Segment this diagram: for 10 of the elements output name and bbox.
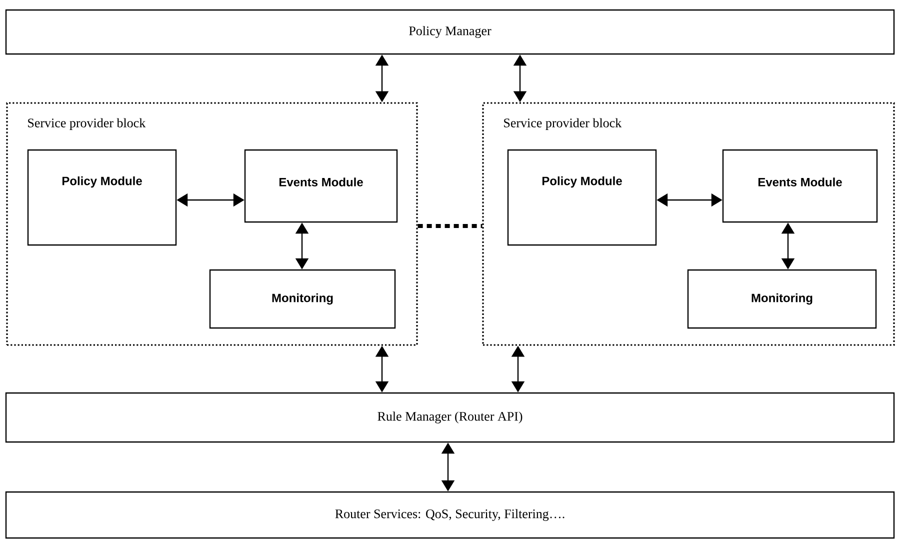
- module-box: Monitoring: [209, 269, 396, 329]
- module-box: Monitoring: [687, 269, 877, 329]
- module-box: Events Module: [244, 149, 398, 223]
- module-box: Events Module: [722, 149, 878, 223]
- module-box: Policy Module: [507, 149, 657, 246]
- layer-box: Policy Manager: [5, 9, 895, 55]
- module-box: Policy Module: [27, 149, 177, 246]
- connector-line: [418, 224, 482, 228]
- layer-box: Router Services: QoS, Security, Filtering….: [5, 491, 895, 539]
- layer-box: Rule Manager (Router API): [5, 392, 895, 443]
